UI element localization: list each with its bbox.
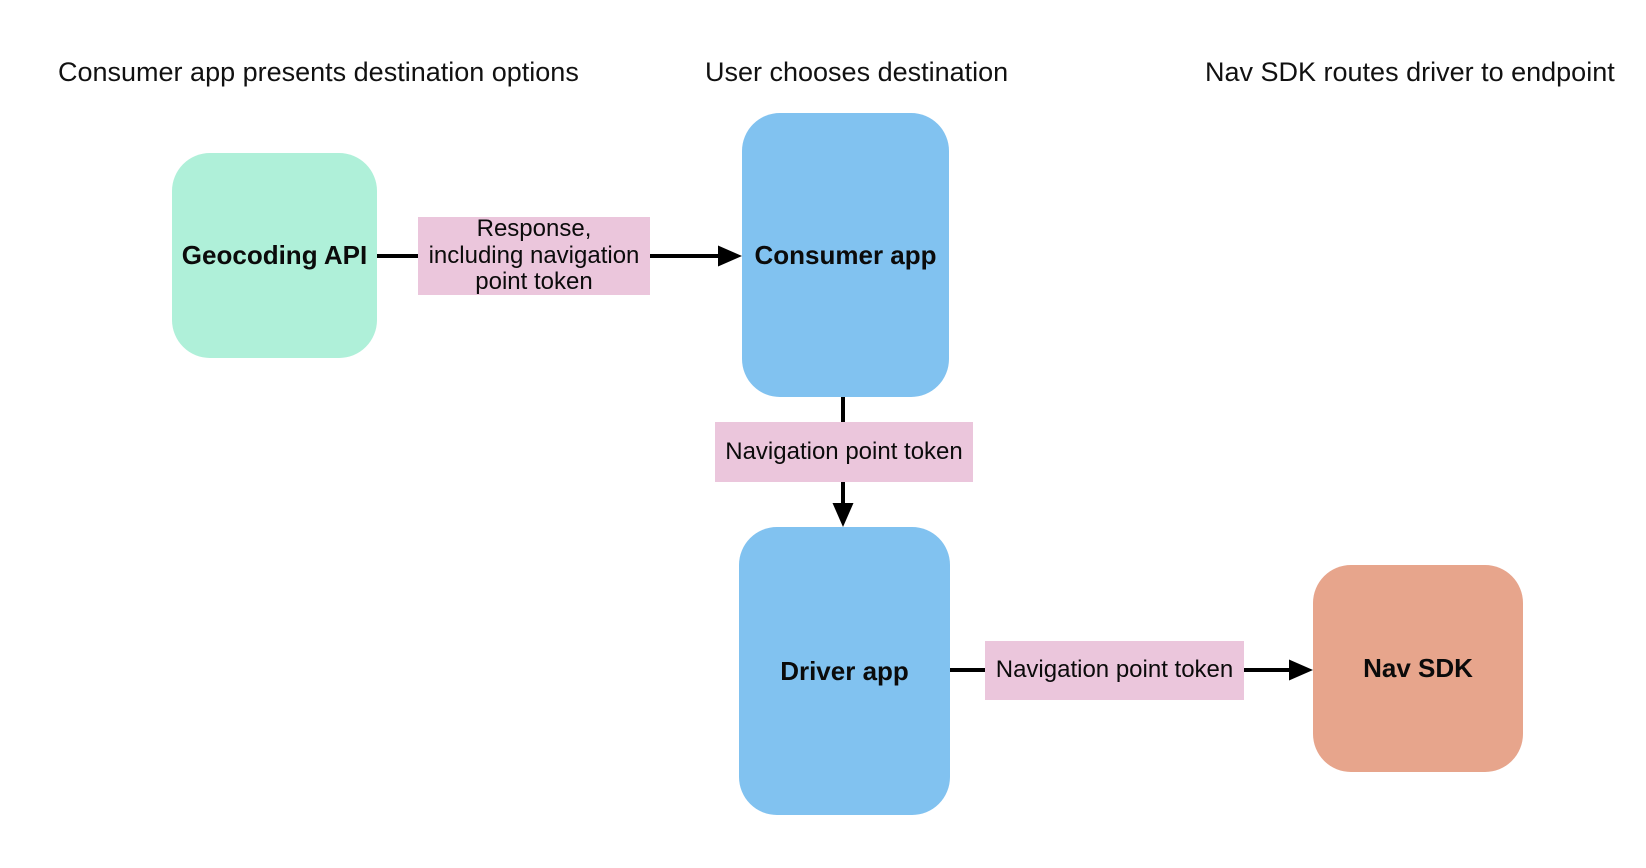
column-header-user-chooses: User chooses destination: [705, 57, 1009, 87]
column-header-navsdk-routes: Nav SDK routes driver to endpoint: [1205, 57, 1615, 87]
edge-label-navigation-point-token-right: Navigation point token: [985, 641, 1244, 700]
edge-label-response-including-navigation-point-token: Response, including navigation point tok…: [418, 216, 650, 295]
node-geocoding-api-label: Geocoding API: [181, 240, 368, 270]
node-driver-app: Driver app: [739, 527, 950, 815]
arrowhead-icon: [718, 245, 742, 267]
node-driver-app-label: Driver app: [780, 655, 909, 686]
node-consumer-app-label: Consumer app: [754, 239, 937, 270]
edge-label-navigation-point-token-middle: Navigation point token: [715, 422, 973, 482]
node-nav-sdk: Nav SDK: [1313, 565, 1523, 772]
node-geocoding-api: Geocoding API: [172, 153, 377, 358]
node-consumer-app: Consumer app: [742, 113, 949, 397]
arrowhead-icon: [832, 503, 854, 527]
node-nav-sdk-label: Nav SDK: [1363, 653, 1473, 683]
column-header-consumer-presents: Consumer app presents destination option…: [58, 57, 579, 87]
arrowhead-icon: [1289, 659, 1313, 681]
